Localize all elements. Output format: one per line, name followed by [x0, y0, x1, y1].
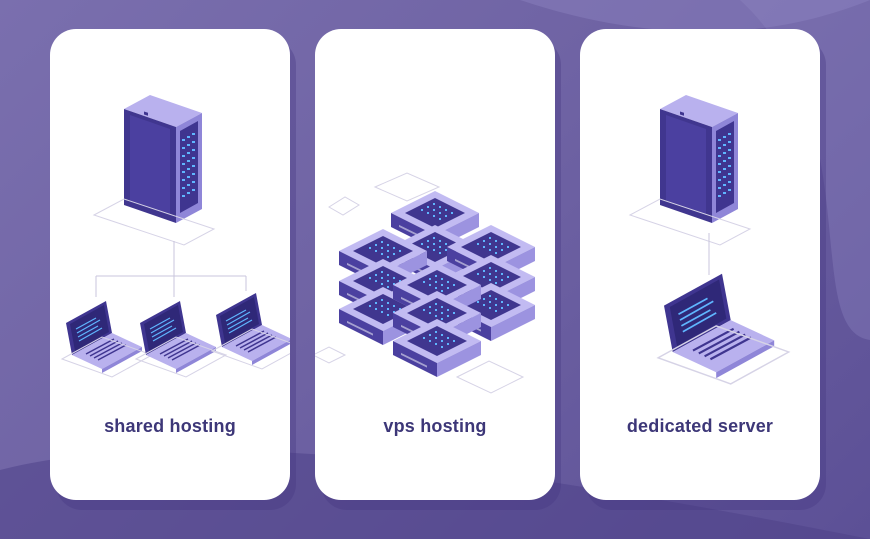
network-lines	[95, 241, 247, 297]
dedicated-server-illustration	[629, 94, 790, 385]
laptop-icon	[135, 300, 227, 378]
server-tower-icon	[93, 94, 215, 246]
card-title: dedicated server	[626, 416, 774, 436]
server-tower-icon	[629, 94, 751, 246]
shared-hosting-illustration	[61, 94, 290, 378]
vps-hosting-card[interactable]: vps hosting	[315, 29, 555, 500]
laptop-icon	[657, 272, 790, 385]
server-stack-icon	[339, 191, 535, 377]
shared-hosting-card[interactable]: shared hosting	[50, 29, 290, 500]
laptop-icon	[61, 300, 153, 378]
dedicated-server-card[interactable]: dedicated server	[580, 29, 820, 500]
laptop-icon	[211, 292, 290, 370]
card-title: vps hosting	[383, 416, 487, 436]
decorative-outlines	[315, 172, 525, 394]
vps-hosting-illustration	[315, 172, 535, 394]
card-title: shared hosting	[104, 416, 236, 436]
